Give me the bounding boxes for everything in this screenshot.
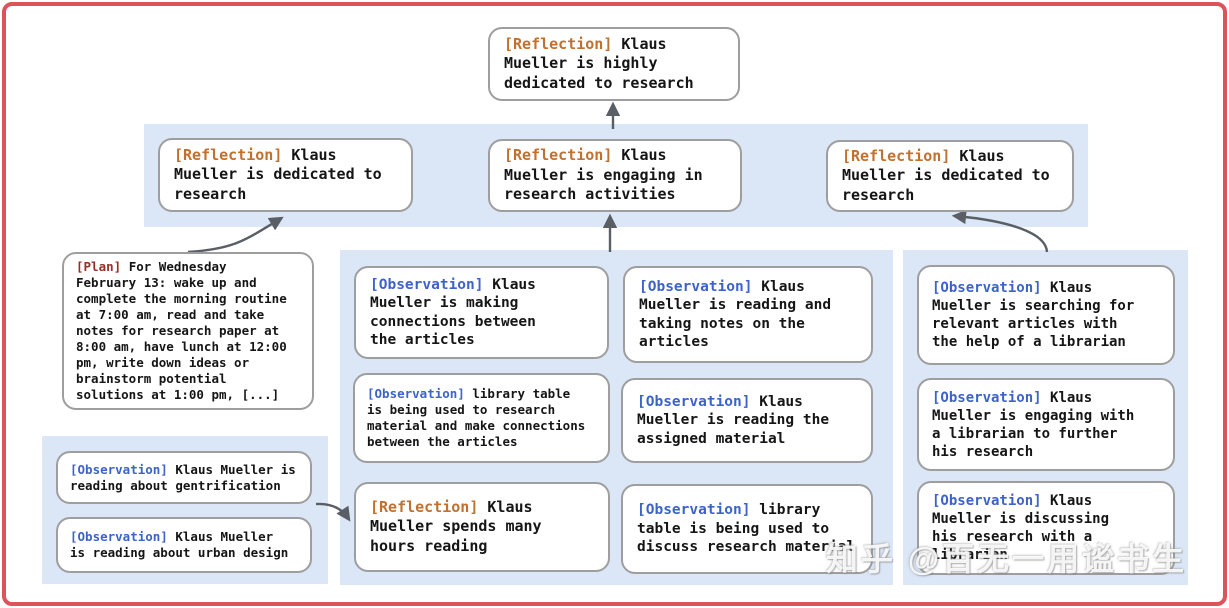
node-body: Klaus Mueller is highly dedicated to res… xyxy=(504,34,694,92)
plan-tag: [Plan] xyxy=(76,259,122,274)
arrow-plan-to-left-reflection xyxy=(187,216,284,254)
observation-tag: [Observation] xyxy=(70,529,168,544)
node-body: library table is being used to discuss r… xyxy=(637,502,856,556)
node-body: library table is being used to research … xyxy=(367,386,586,449)
node-text: [Reflection] Klaus Mueller spends many h… xyxy=(356,498,608,557)
observation-tag: [Observation] xyxy=(637,393,751,410)
node-text: [Observation] Klaus Mueller is engaging … xyxy=(919,389,1173,461)
node-text: [Observation] Klaus Mueller is discussin… xyxy=(919,492,1173,564)
node-reflection-hours-reading: [Reflection] Klaus Mueller spends many h… xyxy=(354,482,610,572)
node-body: Klaus Mueller is discussing his research… xyxy=(932,493,1110,563)
node-observation-gentrification: [Observation] Klaus Mueller is reading a… xyxy=(56,451,312,504)
observation-tag: [Observation] xyxy=(932,389,1042,406)
observation-tag: [Observation] xyxy=(70,461,168,477)
node-body: Klaus Mueller is making connections betw… xyxy=(370,276,536,349)
node-body: Klaus Mueller is reading the assigned ma… xyxy=(637,393,830,447)
observation-tag: [Observation] xyxy=(367,386,465,401)
node-body: Klaus Mueller spends many hours reading xyxy=(370,497,542,555)
observation-tag: [Observation] xyxy=(639,278,753,295)
node-text: [Reflection] Klaus Mueller is dedicated … xyxy=(160,146,411,205)
reflection-tag: [Reflection] xyxy=(504,146,613,165)
node-text: [Reflection] Klaus Mueller is engaging i… xyxy=(490,146,740,205)
node-reflection-right: [Reflection] Klaus Mueller is dedicated … xyxy=(826,140,1074,212)
node-text: [Reflection] Klaus Mueller is dedicated … xyxy=(828,147,1072,206)
node-body: Klaus Mueller is dedicated to research xyxy=(174,145,382,203)
reflection-tag: [Reflection] xyxy=(174,145,283,164)
reflection-tag: [Reflection] xyxy=(370,497,479,516)
node-observation-library-table-discuss: [Observation] library table is being use… xyxy=(621,484,873,574)
node-text: [Observation] Klaus Mueller is searching… xyxy=(919,279,1173,351)
node-text: [Observation] library table is being use… xyxy=(355,386,608,450)
node-text: [Plan] For Wednesday February 13: wake u… xyxy=(64,259,312,403)
reflection-tag: [Reflection] xyxy=(842,146,951,165)
node-body: Klaus Mueller is reading about gentrific… xyxy=(70,461,296,493)
node-reflection-middle: [Reflection] Klaus Mueller is engaging i… xyxy=(488,139,742,212)
node-body: Klaus Mueller is engaging in research ac… xyxy=(504,146,703,204)
node-body: Klaus Mueller is searching for relevant … xyxy=(932,280,1135,350)
node-body: Klaus Mueller is reading and taking note… xyxy=(639,278,832,351)
observation-tag: [Observation] xyxy=(932,280,1042,296)
node-observation-library-table-research: [Observation] library table is being use… xyxy=(353,373,610,463)
node-observation-engaging-librarian: [Observation] Klaus Mueller is engaging … xyxy=(917,378,1175,471)
node-text: [Reflection] Klaus Mueller is highly ded… xyxy=(490,35,738,94)
observation-tag: [Observation] xyxy=(370,276,484,293)
node-reflection-top: [Reflection] Klaus Mueller is highly ded… xyxy=(488,27,740,101)
node-observation-urban-design: [Observation] Klaus Mueller is reading a… xyxy=(56,517,312,573)
node-text: [Observation] Klaus Mueller is reading a… xyxy=(58,462,310,494)
arrow-left-group-to-reading-reflection xyxy=(315,502,351,522)
node-body: Klaus Mueller is engaging with a librari… xyxy=(932,389,1135,460)
node-observation-assigned-material: [Observation] Klaus Mueller is reading t… xyxy=(621,378,873,463)
node-text: [Observation] Klaus Mueller is reading t… xyxy=(623,393,871,449)
reflection-tag: [Reflection] xyxy=(504,34,613,53)
node-observation-taking-notes: [Observation] Klaus Mueller is reading a… xyxy=(623,266,873,363)
node-body: Klaus Mueller is reading about urban des… xyxy=(70,529,289,560)
observation-tag: [Observation] xyxy=(637,502,751,519)
node-plan: [Plan] For Wednesday February 13: wake u… xyxy=(62,252,314,410)
arrow-right-group-to-right-reflection xyxy=(951,209,1049,253)
observation-tag: [Observation] xyxy=(932,493,1042,509)
node-observation-making-connections: [Observation] Klaus Mueller is making co… xyxy=(354,266,609,359)
node-observation-discussing-research: [Observation] Klaus Mueller is discussin… xyxy=(917,481,1175,575)
node-reflection-left: [Reflection] Klaus Mueller is dedicated … xyxy=(158,138,413,212)
node-observation-searching-articles: [Observation] Klaus Mueller is searching… xyxy=(917,265,1175,365)
node-body: For Wednesday February 13: wake up and c… xyxy=(76,259,287,402)
zhihu-watermark: 知乎 @百无一用谧书生 xyxy=(826,541,1188,577)
node-text: [Observation] Klaus Mueller is reading a… xyxy=(58,529,310,561)
node-text: [Observation] Klaus Mueller is reading a… xyxy=(625,278,871,352)
node-text: [Observation] library table is being use… xyxy=(623,501,871,557)
node-body: Klaus Mueller is dedicated to research xyxy=(842,146,1050,204)
node-text: [Observation] Klaus Mueller is making co… xyxy=(356,276,607,350)
